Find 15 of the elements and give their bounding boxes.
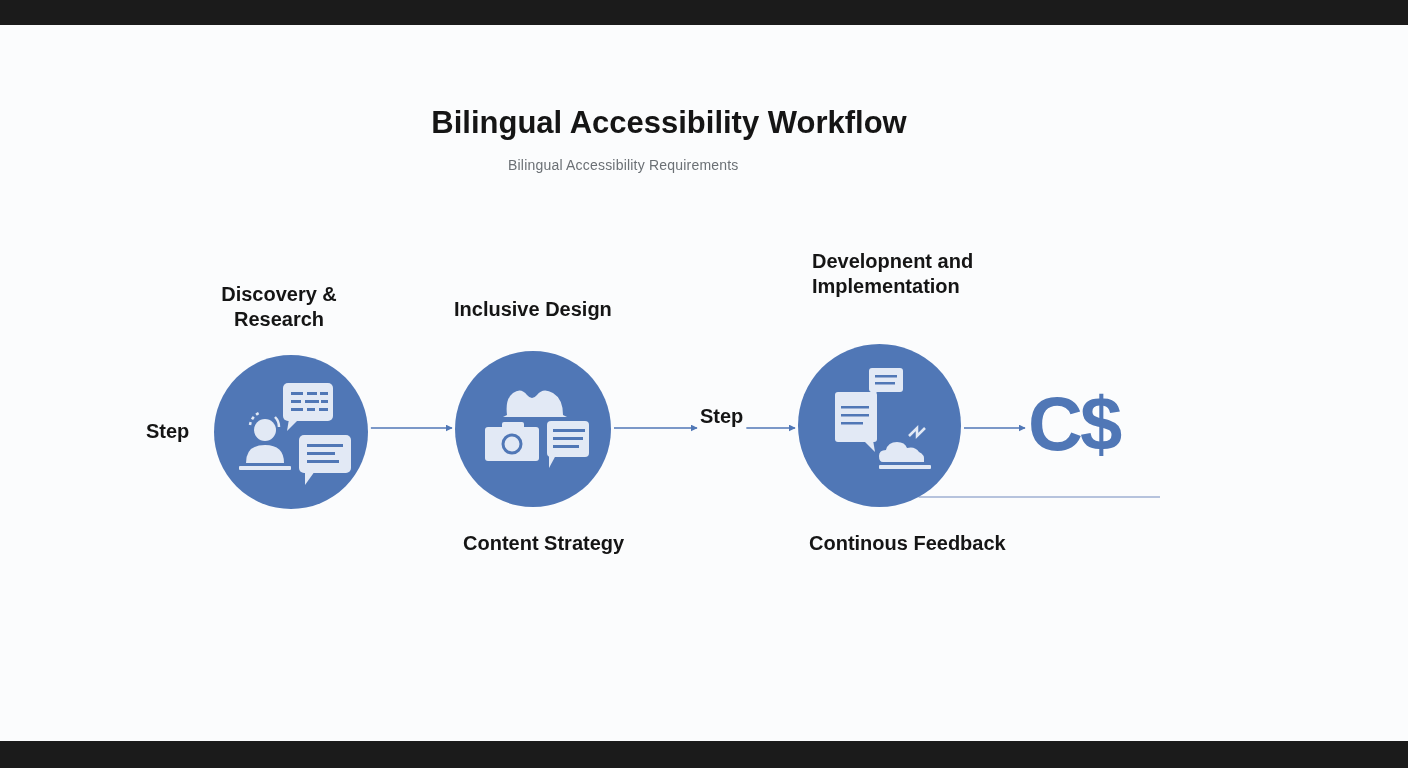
arrow <box>745 424 796 432</box>
step-label: Step <box>146 420 190 443</box>
arrow <box>613 424 698 432</box>
step-title: Discovery & Research <box>220 282 338 332</box>
diagram-title: Bilingual Accessibility Workflow <box>431 105 907 141</box>
step-subtitle: Continous Feedback <box>809 531 1007 556</box>
arrow <box>370 424 453 432</box>
step-label: Step <box>700 405 744 428</box>
step-subtitle: Content Strategy <box>463 531 626 556</box>
step-title: Inclusive Design <box>454 297 613 322</box>
subtitle: Bilingual Accessibility Requirements <box>508 157 739 173</box>
arrow <box>963 424 1026 432</box>
connector-line <box>917 496 1161 498</box>
step-title: Developnent and Implementation <box>812 249 975 299</box>
currency-symbol: C$ <box>1028 380 1120 467</box>
